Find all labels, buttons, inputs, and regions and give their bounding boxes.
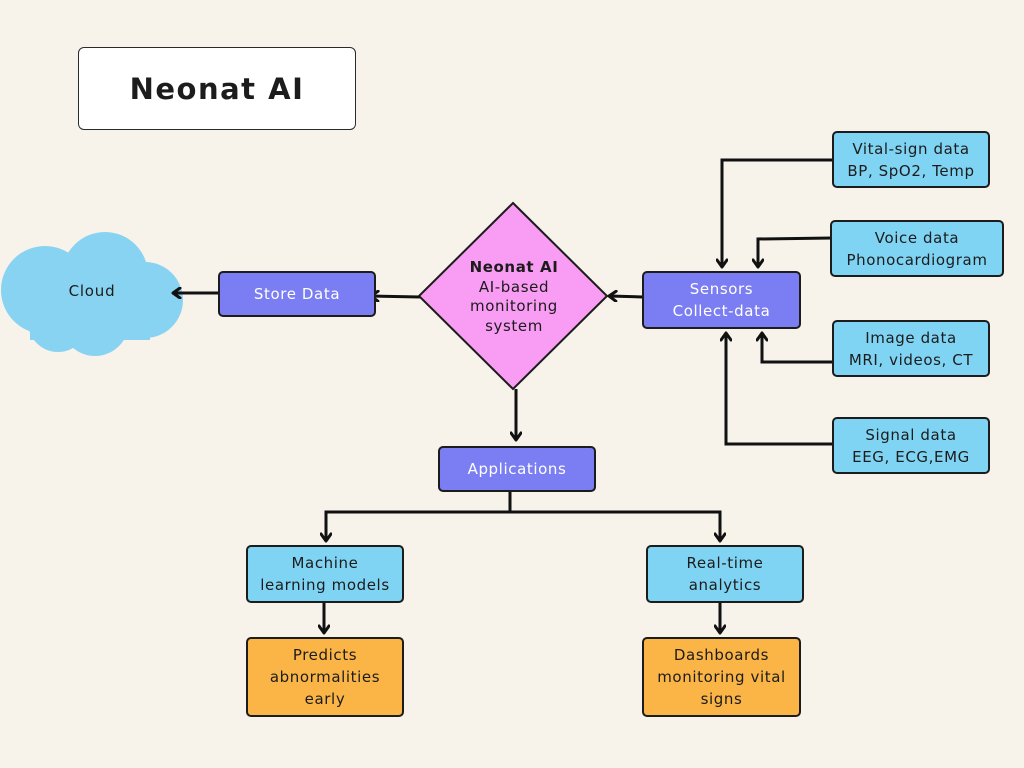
applications-node: Applications [438,446,596,492]
arrow-vital-to-sensors [722,158,832,267]
dashboards-node: Dashboards monitoring vital signs [642,637,801,717]
store-data-label: Store Data [253,285,341,303]
central-system-line2: monitoring [470,297,558,315]
voice-data-title: Voice data [874,228,960,247]
cloud-shape [1,232,183,356]
signal-data-detail: EEG, ECG,EMG [852,447,970,466]
dashboards-line3: signs [700,690,743,708]
sensors-line2: Collect-data [672,302,771,320]
dashboards-line1: Dashboards [673,646,770,664]
arrow-sensors-to-system [609,296,644,297]
signal-data-node: Signal data EEG, ECG,EMG [832,417,990,474]
ml-models-node: Machine learning models [246,545,404,603]
image-data-detail: MRI, videos, CT [848,350,974,369]
diagram-title-box: Neonat AI [78,47,356,130]
ml-models-line2: learning models [260,576,390,594]
arrow-system-to-store [371,296,421,297]
vital-sign-detail: BP, SpO2, Temp [847,161,975,180]
sensors-line1: Sensors [689,280,754,298]
applications-label: Applications [467,460,567,478]
realtime-line1: Real-time [686,554,764,572]
central-system-name: Neonat AI [469,258,559,276]
predicts-line2: abnormalities [269,668,381,686]
vital-sign-data-node: Vital-sign data BP, SpO2, Temp [832,131,990,188]
diagram-title: Neonat AI [129,71,305,106]
predicts-node: Predicts abnormalities early [246,637,404,717]
vital-sign-title: Vital-sign data [852,139,970,158]
arrow-applications-to-realtime [510,510,720,541]
ml-models-line1: Machine [291,554,359,572]
arrow-applications-to-ml [326,510,510,541]
arrow-image-to-sensors [762,333,832,364]
central-system-diamond [417,201,609,391]
signal-data-title: Signal data [865,425,957,444]
voice-data-detail: Phonocardiogram [846,250,988,269]
central-system-line1: AI-based [478,277,550,296]
voice-data-node: Voice data Phonocardiogram [830,220,1004,277]
predicts-line1: Predicts [292,646,358,664]
sensors-node: Sensors Collect-data [642,271,801,329]
arrow-voice-to-sensors [758,236,833,267]
store-data-node: Store Data [218,271,376,317]
image-data-title: Image data [865,328,957,347]
cloud-label: Cloud [68,282,116,300]
realtime-analytics-node: Real-time analytics [646,545,804,603]
central-system-label: Neonat AI AI-based monitoring system [444,258,584,336]
predicts-line3: early [304,690,346,708]
image-data-node: Image data MRI, videos, CT [832,320,990,377]
realtime-line2: analytics [688,576,762,594]
dashboards-line2: monitoring vital [657,668,786,686]
central-system-line3: system [485,316,543,335]
arrow-signal-to-sensors [726,333,832,446]
